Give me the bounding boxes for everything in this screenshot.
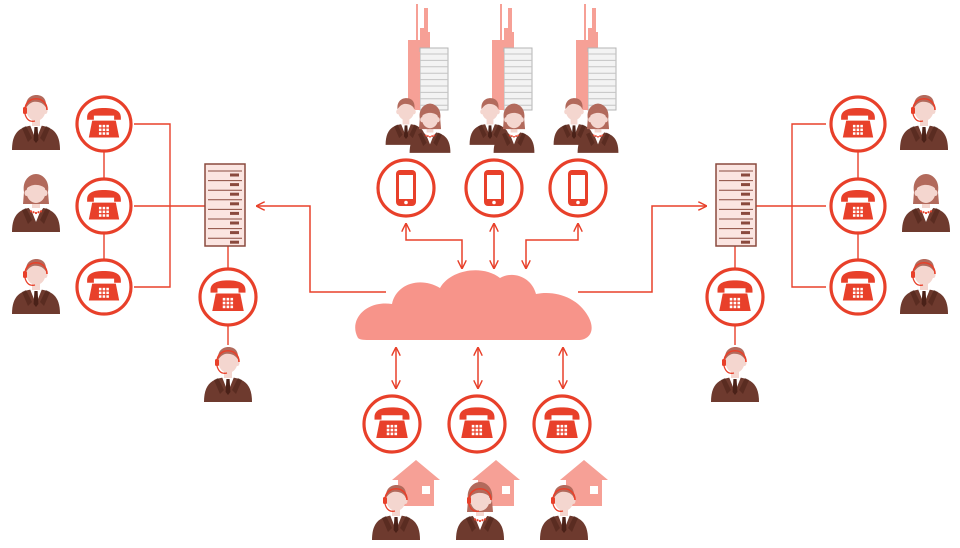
male-agent-headset-icon [711,347,759,402]
desk-phone-icon [829,95,887,153]
male-agent-headset-icon [469,98,511,145]
desk-phone-icon [198,267,258,327]
female-agent-icon [493,103,535,153]
connector-arrow [257,206,386,293]
female-agent-icon [12,174,60,232]
connector-arrow [526,224,578,268]
cloud-icon [355,270,592,340]
desk-phone-icon [829,258,887,316]
phone-body [717,280,753,311]
phone-body [459,407,495,438]
male-agent-headset-icon [204,347,252,402]
male-agent-headset-icon [12,259,60,314]
phone-body [544,407,580,438]
male-agent-headset-icon [553,98,595,145]
office-building-icon [492,4,533,111]
phone-body [87,107,121,138]
phone-body [210,280,246,311]
desk-phone-icon [705,267,765,327]
male-agent-headset-icon [900,95,948,150]
office-building-icon [408,4,449,111]
desk-phone-icon [829,177,887,235]
connector-arrow [406,224,462,268]
smartphone-icon [548,158,608,218]
connector-arrow [578,206,706,293]
diagram-items [12,4,950,540]
office-building-icon [576,4,617,111]
female-agent-icon [902,174,950,232]
phone-body [841,107,875,138]
desk-phone-icon [447,394,507,454]
desk-phone-icon [75,258,133,316]
phone-body [841,189,875,220]
server-rack-icon [715,163,757,247]
phone-body [87,189,121,220]
server-rack-icon [204,163,246,247]
female-agent-icon [409,103,451,153]
male-agent-headset-icon [12,95,60,150]
male-agent-headset-icon [900,259,948,314]
desk-phone-icon [75,95,133,153]
smartphone-icon [464,158,524,218]
desk-phone-icon [362,394,422,454]
phone-body [87,270,121,301]
phone-body [841,270,875,301]
female-agent-icon [456,482,504,540]
desk-phone-icon [532,394,592,454]
desk-phone-icon [75,177,133,235]
phone-body [374,407,410,438]
female-agent-icon [577,103,619,153]
male-agent-headset-icon [540,485,588,540]
male-agent-headset-icon [372,485,420,540]
smartphone-icon [376,158,436,218]
